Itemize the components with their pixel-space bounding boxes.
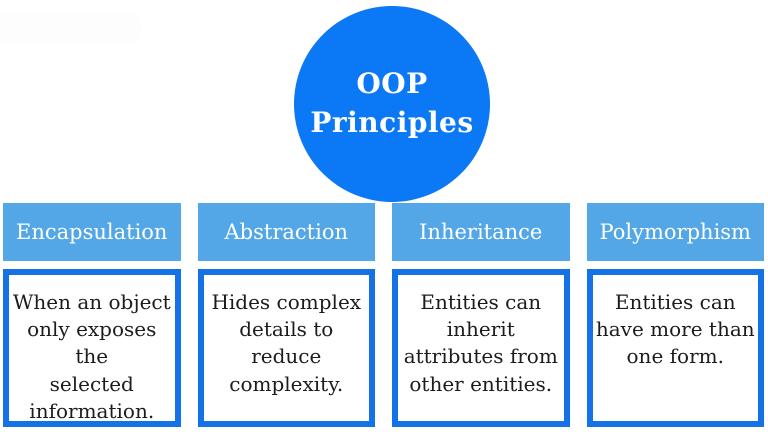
principle-description-polymorphism: Entities can have more than one form. xyxy=(586,269,764,427)
principle-description-encapsulation: When an object only exposes the selected… xyxy=(3,269,181,427)
column-abstraction: Abstraction Hides complex details to red… xyxy=(197,203,375,427)
principle-header-inheritance: Inheritance xyxy=(392,203,570,261)
principles-row: Encapsulation When an object only expose… xyxy=(3,203,764,427)
principle-description-abstraction: Hides complex details to reduce complexi… xyxy=(197,269,375,427)
central-topic-circle: OOP Principles xyxy=(294,6,490,202)
principle-description-inheritance: Entities can inherit attributes from oth… xyxy=(392,269,570,427)
principle-header-encapsulation: Encapsulation xyxy=(3,203,181,261)
principle-header-polymorphism: Polymorphism xyxy=(586,203,764,261)
column-polymorphism: Polymorphism Entities can have more than… xyxy=(586,203,764,427)
principle-header-abstraction: Abstraction xyxy=(197,203,375,261)
watermark-remnant xyxy=(0,12,142,44)
diagram-title: OOP Principles xyxy=(310,67,474,139)
column-inheritance: Inheritance Entities can inherit attribu… xyxy=(392,203,570,427)
column-encapsulation: Encapsulation When an object only expose… xyxy=(3,203,181,427)
